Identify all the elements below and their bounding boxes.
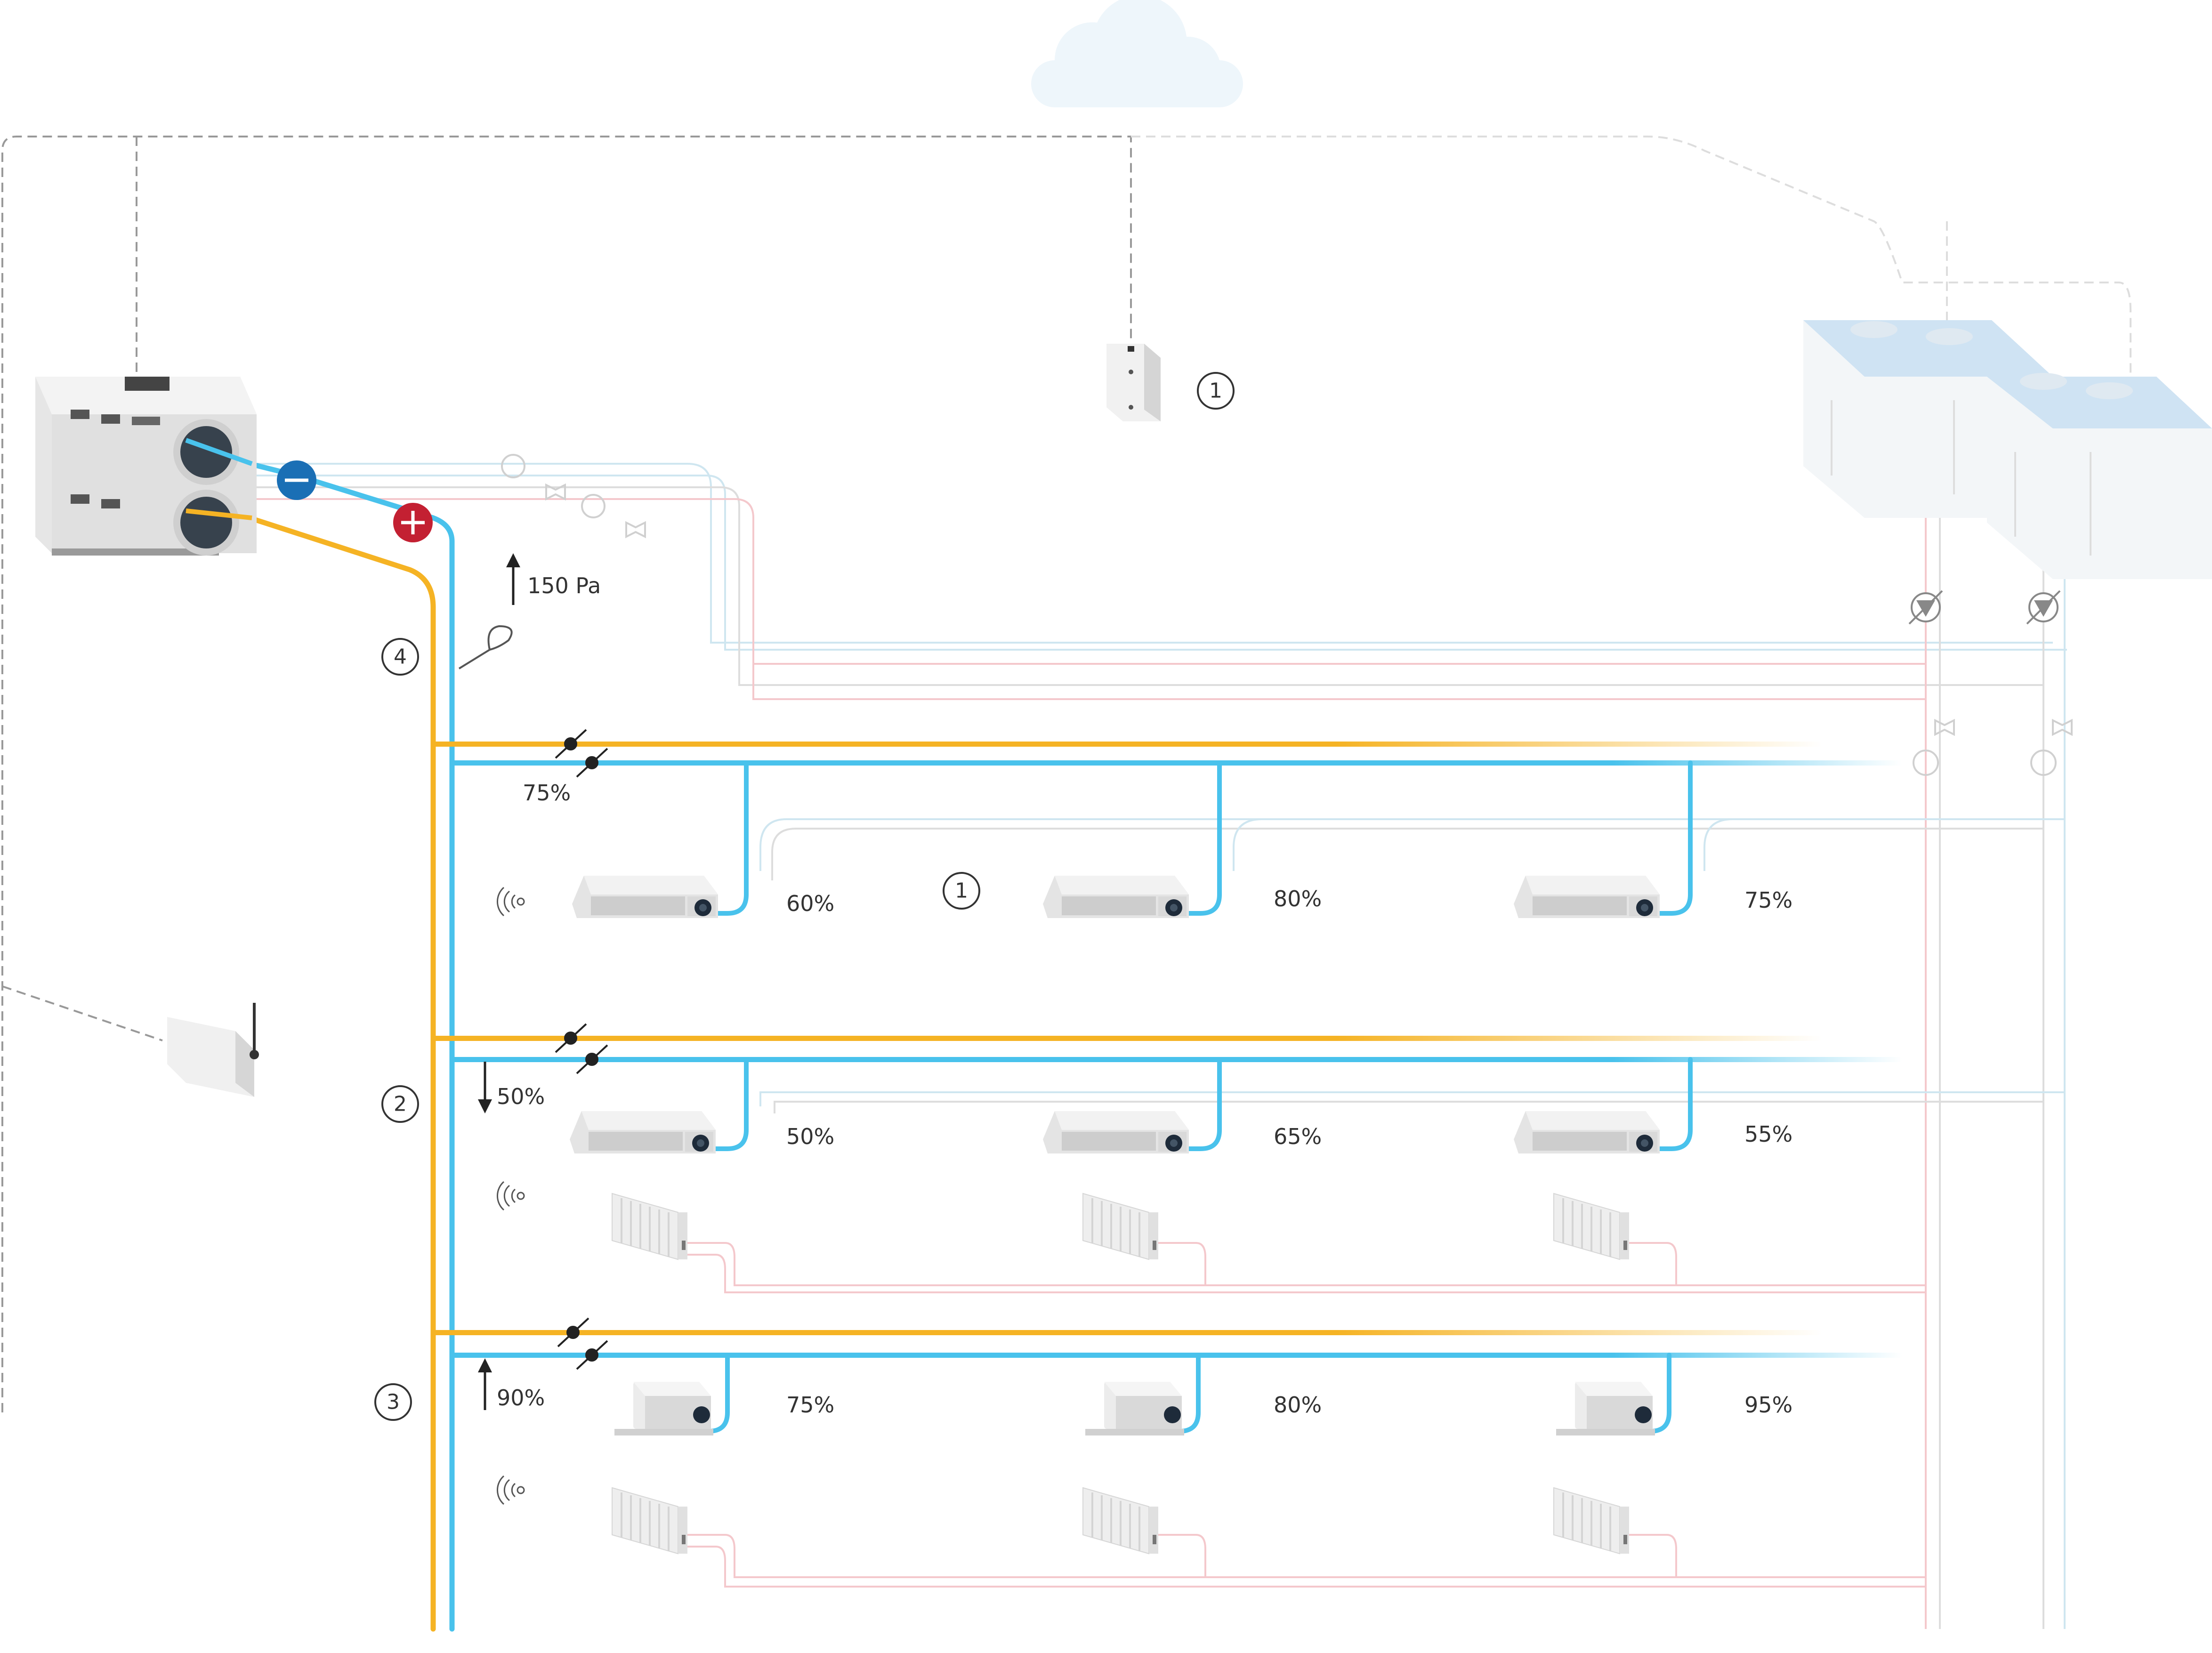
- cassette-unit-icon: [1085, 1382, 1184, 1435]
- svg-text:1: 1: [1209, 379, 1222, 403]
- air-handling-unit-icon: [35, 377, 257, 556]
- pipe-network-faint: [250, 463, 2067, 1629]
- svg-text:4: 4: [394, 645, 407, 669]
- radiator-icon: [1553, 1193, 1630, 1260]
- radiator-icon: [1553, 1487, 1630, 1555]
- fan-coil-unit-icon: [570, 1111, 716, 1153]
- pump-icon: [1908, 590, 2061, 625]
- radiator-icon: [1082, 1193, 1159, 1260]
- marker-floor-2: 2: [381, 1085, 419, 1123]
- marker-controller: 1: [1197, 372, 1235, 410]
- branch-ducts: [692, 760, 1693, 1434]
- cassette-unit-icon: [1556, 1382, 1655, 1435]
- cloud-icon: [1031, 0, 1243, 107]
- floor3-unit-1-label: 75%: [786, 1392, 834, 1418]
- fan-coil-unit-icon: [1514, 876, 1660, 918]
- pressure-label: 150 Pa: [527, 573, 601, 598]
- floor3-unit-3-label: 95%: [1744, 1392, 1792, 1418]
- floor1-unit-1-label: 60%: [786, 891, 834, 916]
- radiator-icon: [611, 1193, 688, 1260]
- marker-floor-3: 3: [374, 1383, 412, 1421]
- floor2-unit-2-label: 65%: [1274, 1124, 1322, 1149]
- wireless-sensor-icon: [496, 1475, 525, 1505]
- floor3-unit-2-label: 80%: [1274, 1392, 1322, 1418]
- main-ducts: [247, 461, 455, 1632]
- svg-text:3: 3: [387, 1390, 400, 1414]
- radiator-icon: [1082, 1487, 1159, 1555]
- floor1-unit-2-label: 80%: [1274, 886, 1322, 911]
- wireless-sensor-icon: [496, 887, 525, 917]
- wireless-gateway-icon: [167, 1003, 259, 1097]
- floor2-damper-label: 50%: [497, 1084, 545, 1109]
- extract-air-badge: [277, 460, 316, 500]
- fan-coil-unit-icon: [1043, 876, 1189, 918]
- floor2-unit-1-label: 50%: [786, 1124, 834, 1149]
- svg-text:2: 2: [394, 1092, 407, 1116]
- floor-ducts: [433, 742, 1902, 1358]
- pressure-sensor-icon: [458, 625, 513, 669]
- damper-icon: [555, 729, 608, 1370]
- fan-coil-unit-icon: [572, 876, 718, 918]
- arrow-icon: [478, 553, 520, 1410]
- supply-air-badge: [393, 503, 433, 542]
- floor1-damper-label: 75%: [523, 780, 571, 806]
- floor1-unit-3-label: 75%: [1744, 887, 1792, 913]
- wall-controller-icon: [1106, 344, 1161, 421]
- marker-zone: 1: [943, 872, 980, 910]
- valve-icon: [501, 454, 2073, 776]
- floor2-unit-3-label: 55%: [1744, 1121, 1792, 1147]
- marker-riser: 4: [381, 638, 419, 676]
- cassette-unit-icon: [614, 1382, 713, 1435]
- chiller-icon: [1987, 373, 2212, 579]
- fan-coil-unit-icon: [1043, 1111, 1189, 1153]
- floor3-damper-label: 90%: [497, 1385, 545, 1411]
- radiator-icon: [611, 1487, 688, 1555]
- svg-text:1: 1: [955, 879, 968, 903]
- wireless-sensor-icon: [496, 1181, 525, 1211]
- fan-coil-unit-icon: [1514, 1111, 1660, 1153]
